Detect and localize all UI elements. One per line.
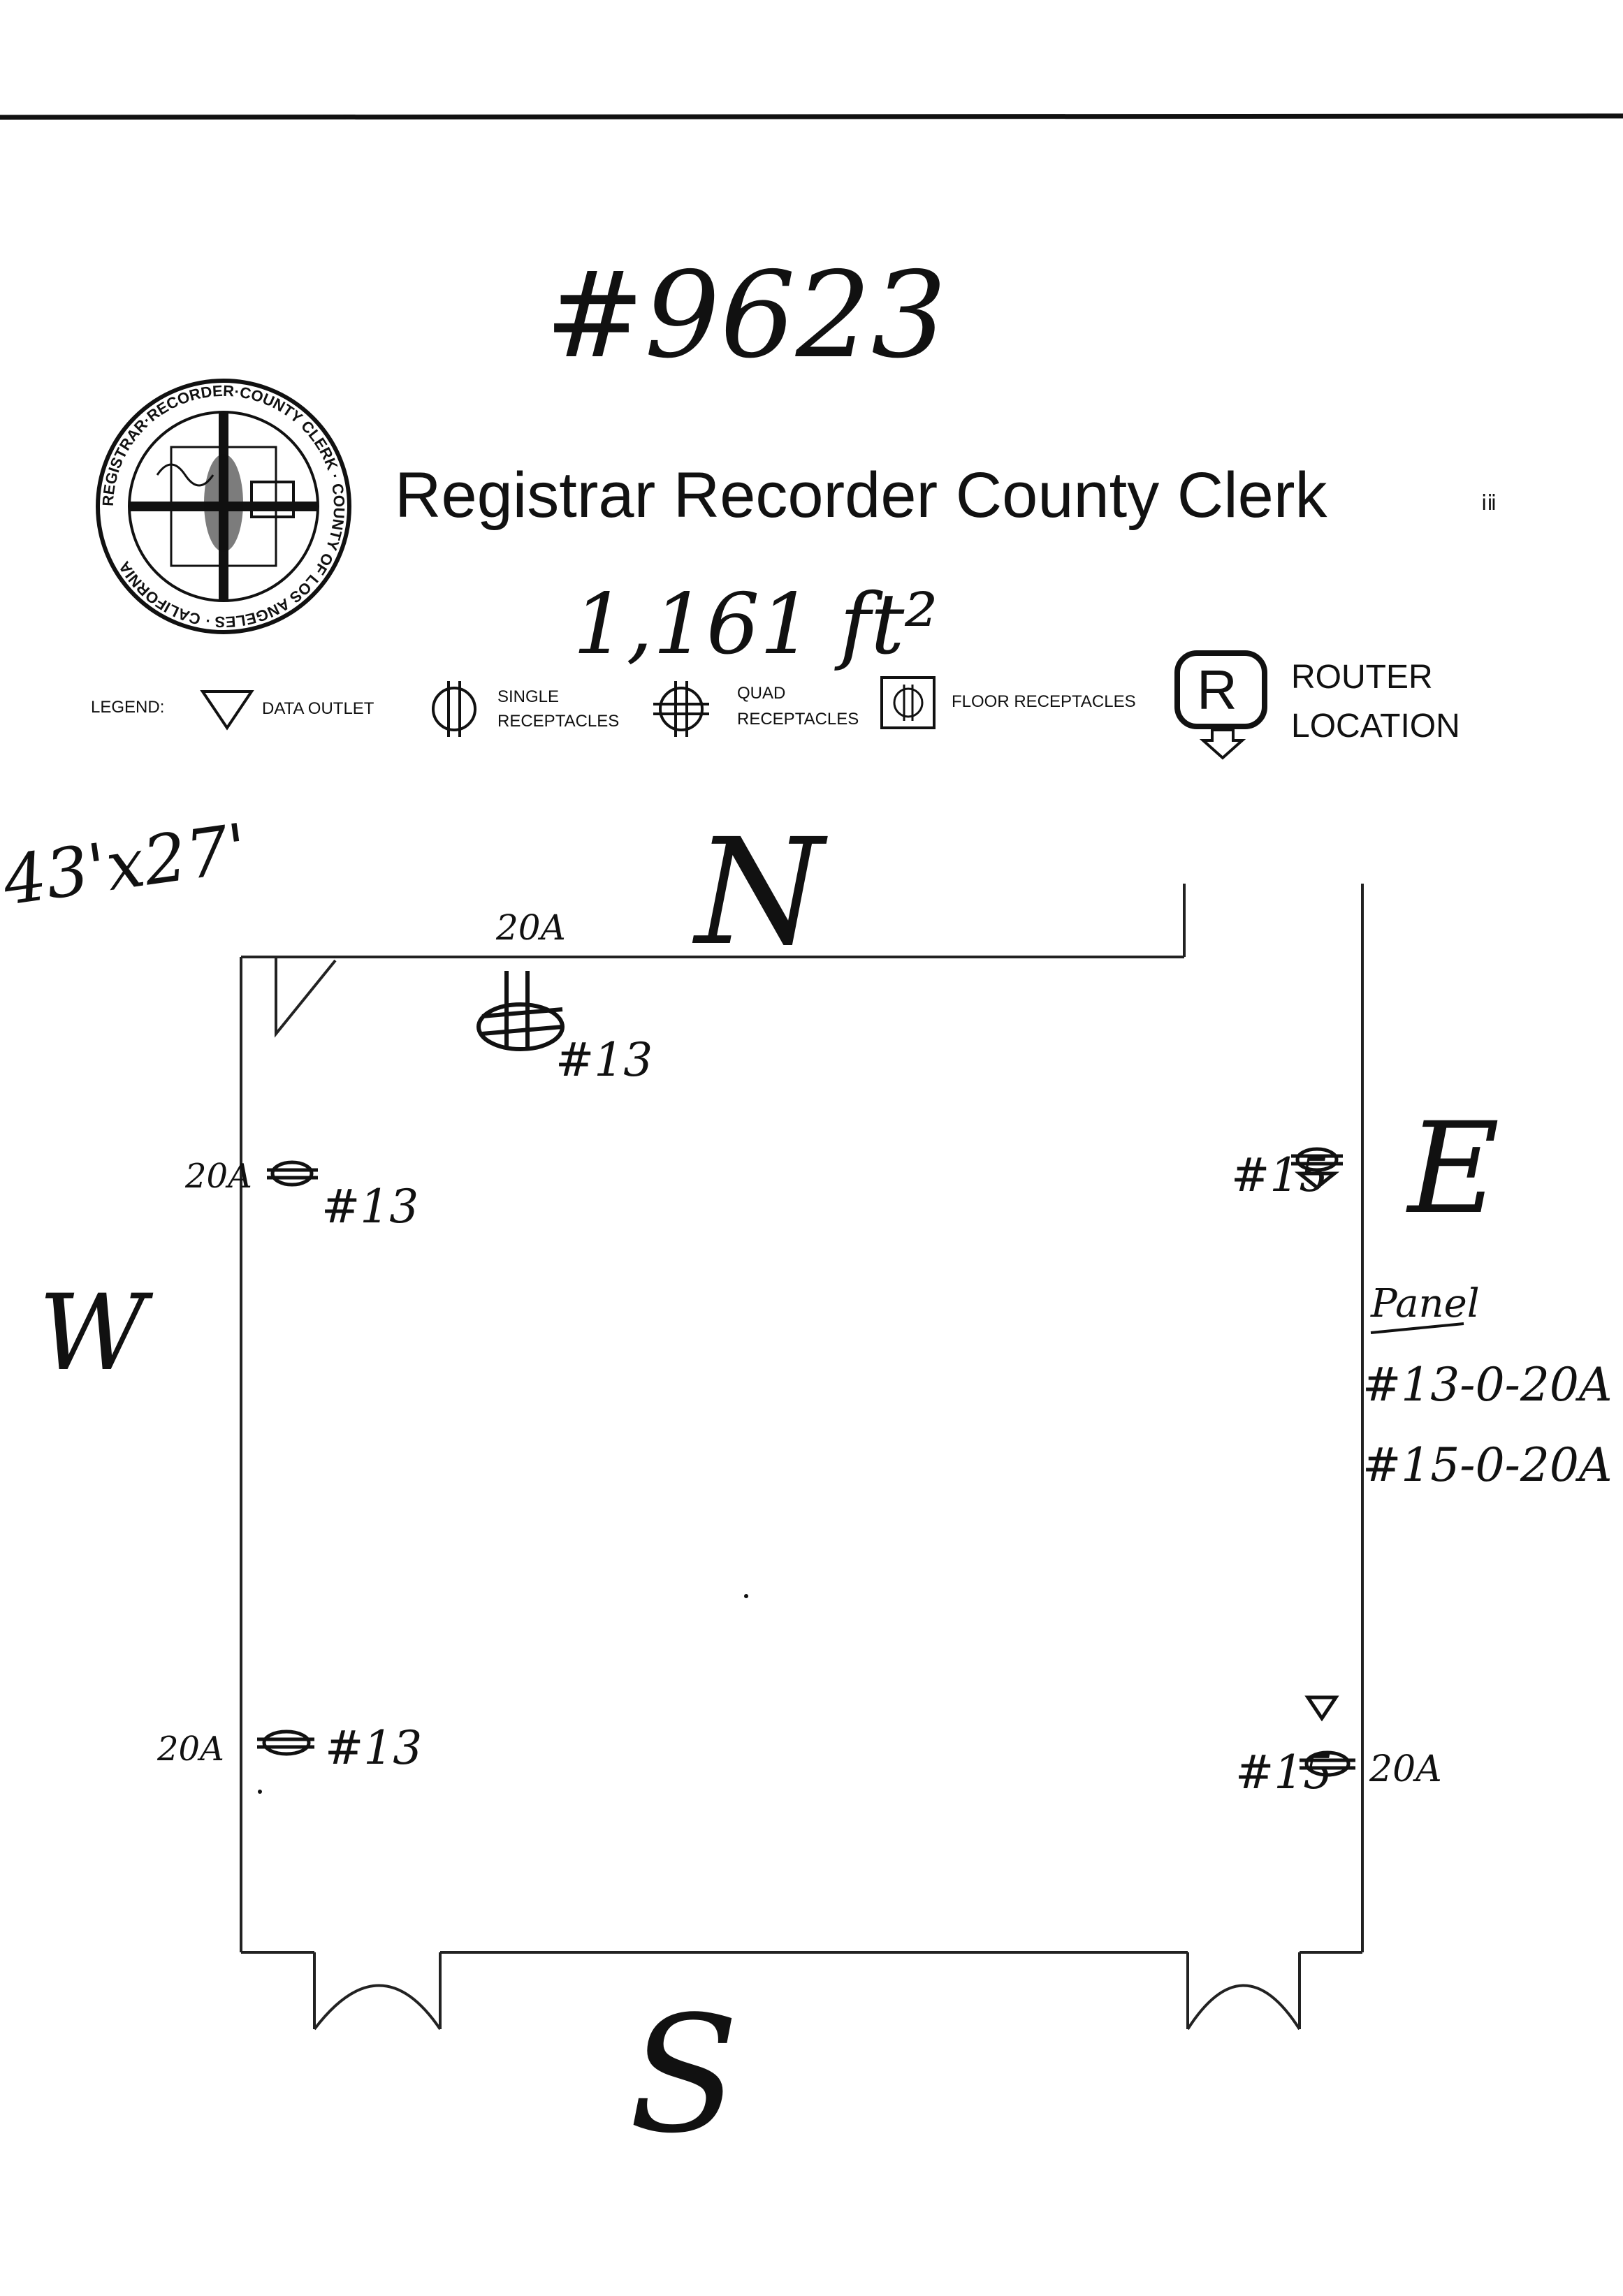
stray-dot-center <box>744 1594 748 1598</box>
north-circuit-label: #13 <box>555 1033 653 1087</box>
site-number: #9623 <box>545 247 947 385</box>
west-top-amp-label: 20A <box>184 1157 252 1196</box>
router-legend-label-1: ROUTER <box>1291 659 1433 696</box>
east-bottom-receptacle <box>1300 1750 1355 1777</box>
panel-title: Panel <box>1370 1281 1480 1326</box>
panel-line-1: #13-0-20A <box>1362 1358 1613 1412</box>
east-bottom-amp-label: 20A <box>1369 1748 1442 1790</box>
west-top-circuit-label: #13 <box>321 1180 419 1234</box>
router-legend-label-2: LOCATION <box>1291 708 1460 745</box>
west-bottom-receptacle <box>257 1730 314 1756</box>
west-bottom-amp-label: 20A <box>157 1730 224 1769</box>
quad-receptacle-legend-icon <box>653 681 709 737</box>
router-location-legend-icon: R <box>1174 650 1267 760</box>
single-receptacle-legend-label-2: RECEPTACLES <box>497 712 619 731</box>
room-outline <box>240 884 1364 2031</box>
compass-east: E <box>1406 1096 1499 1242</box>
single-receptacle-legend-label-1: SINGLE <box>497 687 559 706</box>
stray-dot-left <box>258 1790 262 1794</box>
compass-south: S <box>629 1982 739 2169</box>
compass-north: N <box>692 807 828 978</box>
legend-label: LEGEND: <box>91 698 164 717</box>
data-outlet-legend-label: DATA OUTLET <box>262 699 374 718</box>
page-title: Registrar Recorder County Clerk <box>395 460 1327 531</box>
room-dimensions: 43'x27' <box>0 809 252 921</box>
west-top-receptacle <box>267 1160 318 1187</box>
panel-line-2: #15-0-20A <box>1362 1438 1613 1492</box>
west-bottom-circuit-label: #13 <box>325 1721 422 1775</box>
quad-receptacle-legend-label-2: RECEPTACLES <box>737 710 859 729</box>
legend: LEGEND: DATA OUTLET SINGLE RECEPTACLES Q… <box>91 650 1460 760</box>
area-value: 1,161 ft² <box>573 576 938 673</box>
east-data-outlet <box>1304 1695 1339 1722</box>
floor-receptacle-legend-label: FLOOR RECEPTACLES <box>952 692 1136 711</box>
data-outlet-legend-icon <box>200 690 254 731</box>
quad-receptacle-legend-label-1: QUAD <box>737 684 785 703</box>
corner-mark: ⅰⅱ <box>1481 492 1497 515</box>
north-amp-label: 20A <box>495 907 566 948</box>
top-edge-line <box>0 113 1623 120</box>
east-top-receptacle <box>1291 1147 1343 1190</box>
single-receptacle-legend-icon <box>432 681 476 737</box>
north-quad-receptacle <box>476 971 565 1051</box>
county-seal: REGISTRAR·RECORDER·COUNTY CLERK · COUNTY… <box>96 379 351 634</box>
compass-west: W <box>38 1273 154 1394</box>
floor-receptacle-legend-icon <box>880 676 936 729</box>
router-legend-symbol: R <box>1197 659 1237 721</box>
panel-note: Panel #13-0-20A #15-0-20A <box>1362 1281 1613 1492</box>
